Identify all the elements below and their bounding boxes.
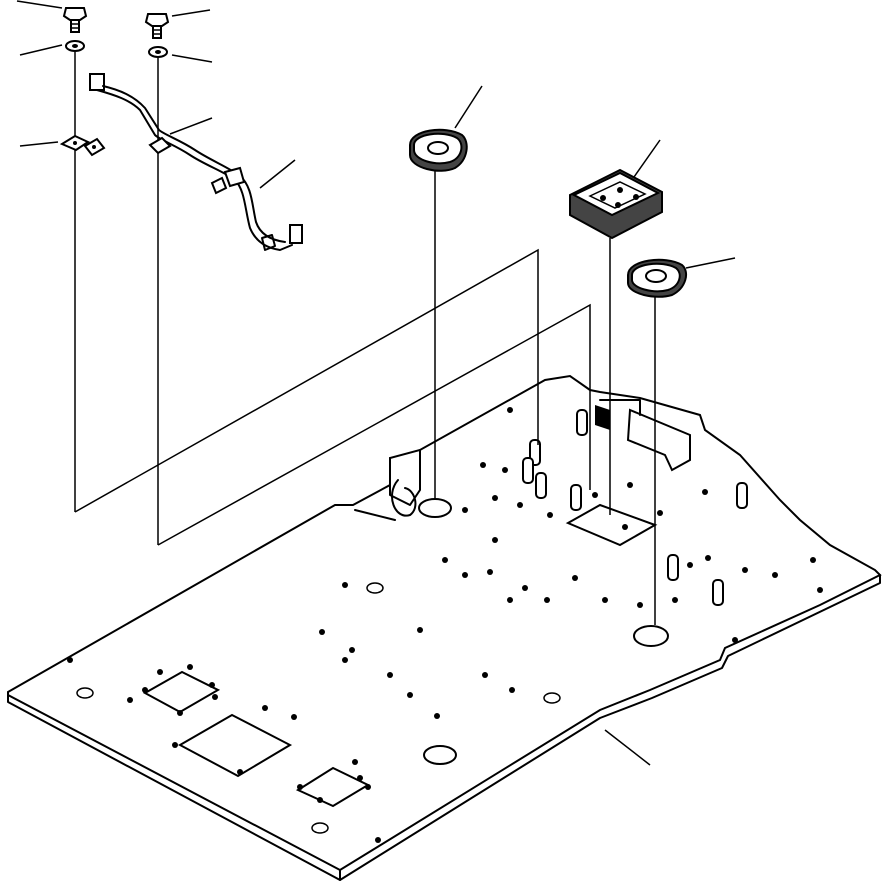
grommet-small-1	[409, 128, 468, 172]
grommet-small-2	[627, 258, 688, 298]
hole-2	[633, 625, 669, 647]
bolt-holes	[67, 407, 823, 843]
washer-left	[65, 40, 85, 52]
assembly-lines	[74, 52, 656, 625]
opening-2	[177, 713, 293, 778]
washer-right	[148, 46, 168, 58]
clamp-plate	[59, 134, 106, 157]
floor-plate	[7, 374, 882, 881]
studs	[522, 409, 748, 606]
grommet-large-square	[569, 168, 663, 240]
bolt-left	[62, 7, 88, 33]
leader-lines	[16, 0, 736, 766]
hole-1	[423, 745, 457, 765]
hole-3	[418, 498, 452, 518]
wire-harness	[89, 73, 303, 251]
harness-clip	[148, 136, 228, 195]
opening-1	[142, 670, 221, 714]
bolt-right	[144, 13, 170, 39]
